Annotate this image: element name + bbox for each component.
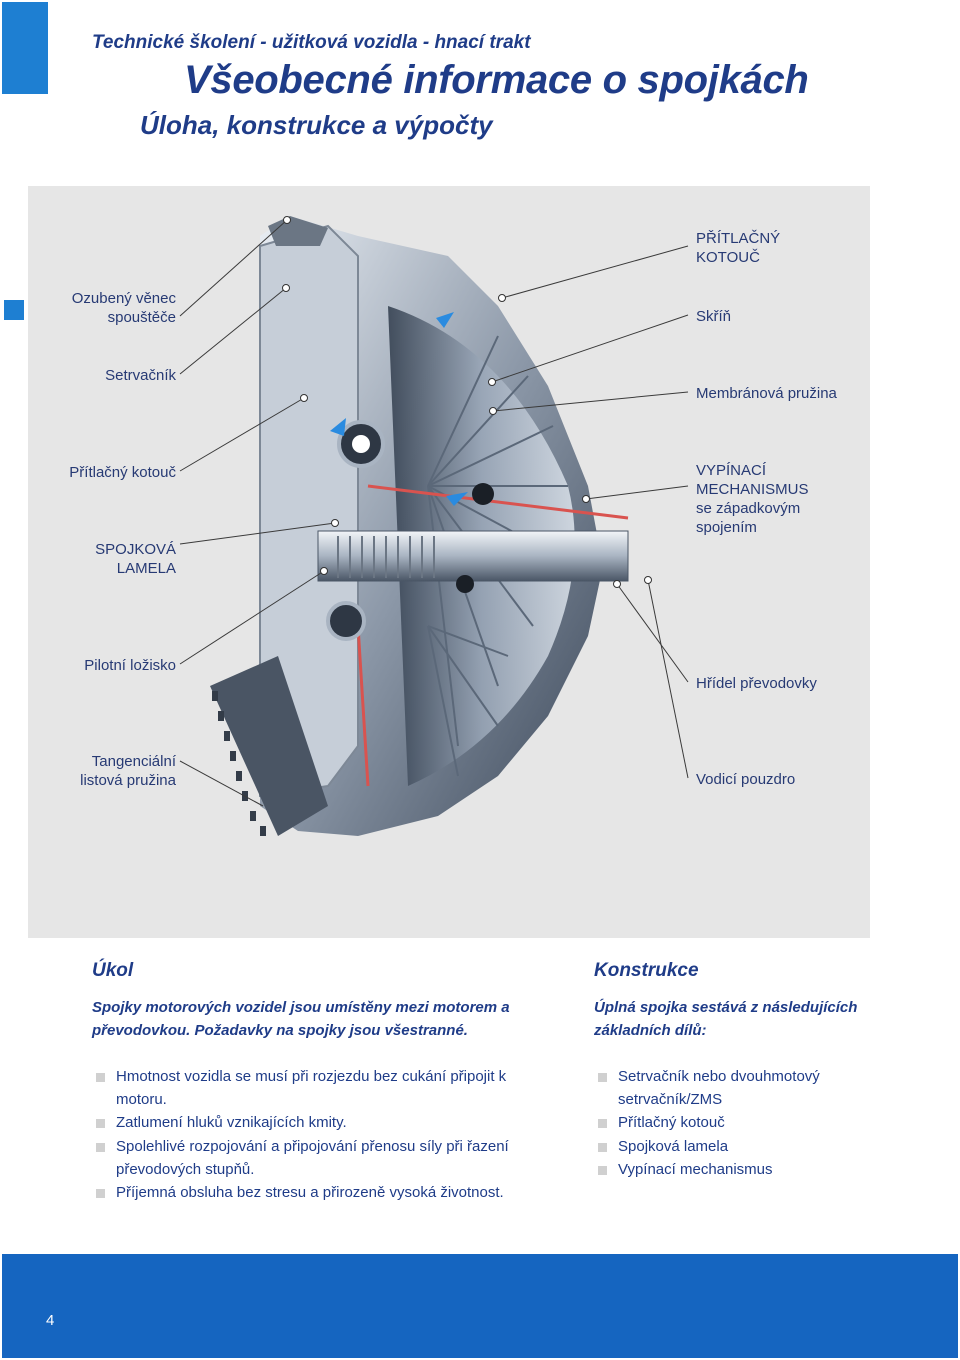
label-clutch-disc: SPOJKOVÁ LAMELA xyxy=(95,541,176,577)
ring-gear-top xyxy=(268,216,328,246)
task-lead: Spojky motorových vozidel jsou umístěny … xyxy=(92,999,510,1039)
arrow-marker-3 xyxy=(446,492,468,506)
pilot-bearing-bottom xyxy=(326,601,366,641)
list-item: Přítlačný kotouč xyxy=(594,1111,854,1134)
list-item: Příjemná obsluha bez stresu a přirozeně … xyxy=(92,1181,542,1204)
list-item: Setrvačník nebo dvouhmotový setrvačník/Z… xyxy=(594,1065,854,1111)
page-title: Všeobecné informace o spojkách xyxy=(184,58,809,102)
arrow-marker-2 xyxy=(436,312,454,328)
page-subtitle: Úloha, konstrukce a výpočty xyxy=(140,110,493,140)
label-pressure-plate-assembly: PŘÍTLAČNÝ KOTOUČ xyxy=(696,230,781,266)
label-housing: Skříň xyxy=(696,308,732,325)
construction-lead: Úplná spojka sestává z následujících zák… xyxy=(594,999,858,1039)
label-pressure-plate-left: Přítlačný kotouč xyxy=(69,464,176,481)
label-gearbox-shaft: Hřídel převodovky xyxy=(696,675,817,692)
label-ring-gear: Ozubený věnec spouštěče xyxy=(71,290,176,326)
page-number: 4 xyxy=(46,1312,55,1329)
list-item: Vypínací mechanismus xyxy=(594,1158,854,1181)
construction-list: Setrvačník nebo dvouhmotový setrvačník/Z… xyxy=(594,1065,854,1181)
list-item: Hmotnost vozidla se musí při rozjezdu be… xyxy=(92,1065,542,1111)
task-heading: Úkol xyxy=(92,960,134,981)
clutch-cutaway-figure: Ozubený věnec spouštěče Setrvačník Přítl… xyxy=(28,186,870,938)
list-item: Spolehlivé rozpojování a připojování pře… xyxy=(92,1135,542,1181)
spring-fingers xyxy=(427,335,568,777)
label-flywheel: Setrvačník xyxy=(105,367,176,384)
list-item: Spojková lamela xyxy=(594,1135,854,1158)
clutch-illustration xyxy=(179,216,689,836)
leader-dots xyxy=(282,216,652,588)
side-marker xyxy=(4,300,24,320)
header-kicker: Technické školení - užitková vozidla - h… xyxy=(92,32,531,53)
footer-bar: 4 xyxy=(2,1254,958,1358)
task-list: Hmotnost vozidla se musí při rozjezdu be… xyxy=(92,1065,542,1204)
label-release-mechanism: VYPÍNACÍ MECHANISMUS se západkovým spoje… xyxy=(696,462,809,536)
release-ball xyxy=(472,483,494,505)
friction-lining xyxy=(356,484,629,787)
label-pilot-bearing: Pilotní ložisko xyxy=(84,657,176,674)
list-item: Zatlumení hluků vznikajících kmity. xyxy=(92,1111,542,1134)
gearbox-shaft xyxy=(317,530,629,582)
construction-heading: Konstrukce xyxy=(594,960,699,981)
ring-gear-bottom xyxy=(210,656,328,836)
arrow-marker-1 xyxy=(330,418,346,436)
shaft-splines xyxy=(337,536,435,578)
corner-accent-block xyxy=(2,2,48,94)
label-guide-sleeve: Vodicí pouzdro xyxy=(696,771,796,788)
leader-lines xyxy=(179,219,689,807)
label-diaphragm-spring: Membránová pružina xyxy=(696,385,837,402)
label-leaf-spring: Tangenciální listová pružina xyxy=(80,753,176,789)
